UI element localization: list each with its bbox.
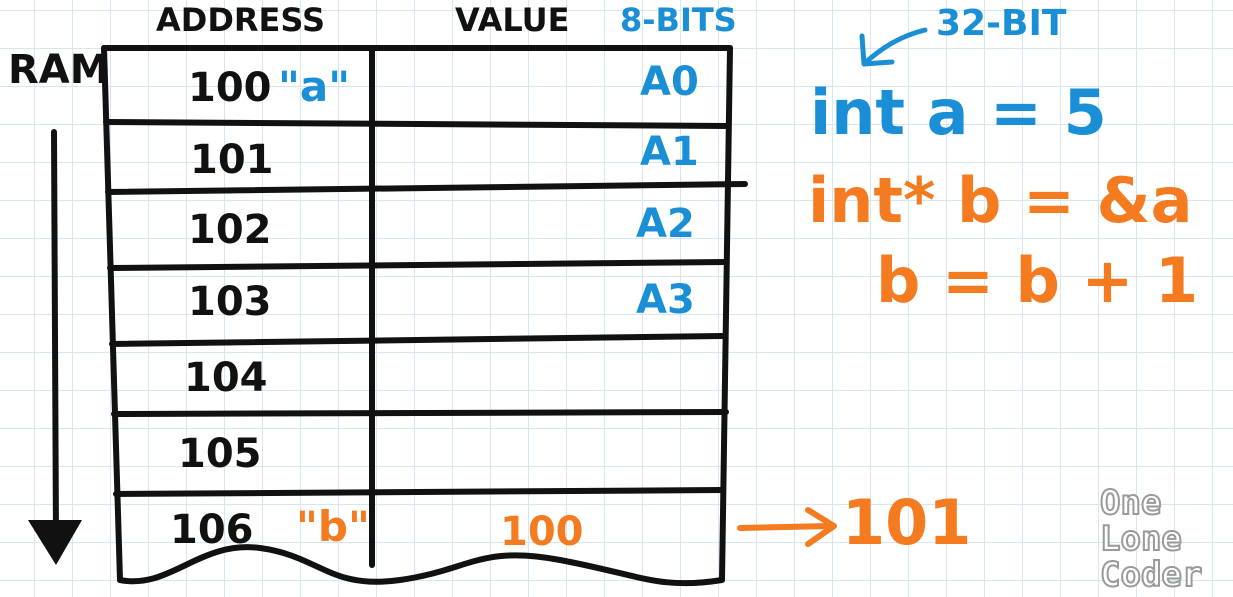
code-line-int-a: int a = 5 bbox=[810, 76, 1107, 149]
bit-width-note: 32-BIT bbox=[936, 3, 1067, 44]
memory-table-frame bbox=[101, 45, 748, 587]
result-value: 101 bbox=[842, 486, 972, 559]
value-header: VALUE bbox=[455, 1, 570, 39]
value-bits-note: 8-BITS bbox=[620, 1, 737, 39]
table-wavy-bottom bbox=[117, 544, 725, 587]
result-arrow bbox=[737, 507, 837, 547]
row-divider-2 bbox=[105, 181, 748, 195]
row-divider-5 bbox=[111, 409, 729, 417]
code-line-increment: b = b + 1 bbox=[876, 244, 1199, 317]
value-cell: A2 bbox=[636, 201, 695, 247]
address-cell: 106 bbox=[170, 507, 254, 553]
row-divider-4 bbox=[109, 333, 725, 347]
address-cell: 103 bbox=[188, 279, 272, 325]
value-cell: A1 bbox=[640, 129, 699, 175]
value-cell: 100 bbox=[500, 509, 584, 555]
row-divider-1 bbox=[103, 119, 731, 129]
address-cell: 100 bbox=[188, 65, 272, 111]
logo-line-three: Coder bbox=[1099, 555, 1203, 595]
address-cell: 105 bbox=[178, 431, 262, 477]
row-divider-6 bbox=[113, 487, 725, 497]
address-cell: 102 bbox=[188, 207, 272, 253]
bit-note-arrow bbox=[859, 27, 928, 67]
table-left-border bbox=[101, 45, 123, 583]
row-divider-3 bbox=[107, 259, 729, 271]
logo-line-two: Lone bbox=[1099, 519, 1183, 559]
variable-a-tag: "a" bbox=[278, 62, 351, 111]
value-cell: A0 bbox=[640, 59, 699, 105]
address-cell: 101 bbox=[190, 137, 274, 183]
code-line-pointer-b: int* b = &a bbox=[808, 164, 1193, 237]
logo-line-one: One bbox=[1099, 483, 1162, 523]
address-header: ADDRESS bbox=[156, 1, 326, 39]
address-cell: 104 bbox=[184, 355, 268, 401]
variable-b-tag: "b" bbox=[296, 502, 370, 551]
ram-direction-arrow bbox=[28, 129, 82, 565]
ram-label: RAM bbox=[8, 47, 110, 93]
value-cell: A3 bbox=[636, 277, 695, 323]
